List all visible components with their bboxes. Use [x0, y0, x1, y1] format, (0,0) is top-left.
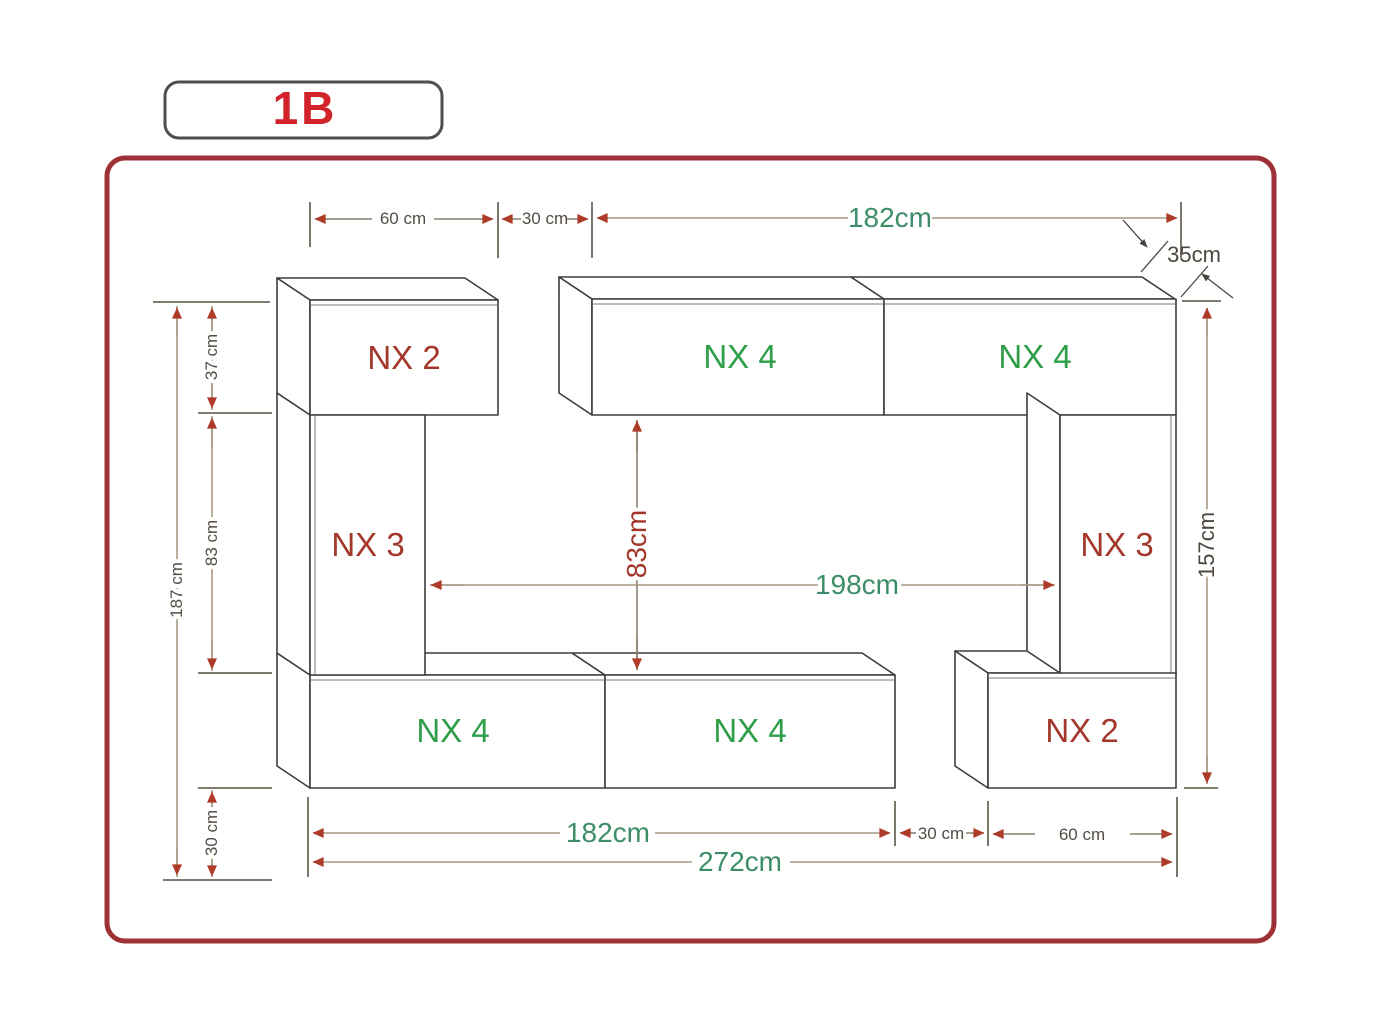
dim-label: 187 cm	[167, 562, 186, 618]
dim-bottom-rows: 182cm 30 cm 60 cm 272cm	[307, 797, 1178, 877]
arrow-line	[1122, 219, 1148, 248]
module-top-right-nx4: NX 4	[850, 276, 1177, 416]
box-top-face	[850, 276, 1176, 300]
dim-label: 83 cm	[202, 520, 221, 566]
variant-badge-frame	[163, 80, 444, 140]
dim-inner-83: 83cm	[617, 420, 656, 670]
dim-left-83: 83 cm	[198, 416, 225, 671]
box-front-face	[591, 298, 885, 416]
dim-label: 157cm	[1194, 512, 1219, 578]
box-top-face	[571, 652, 896, 676]
dim-label: 37 cm	[202, 334, 221, 380]
box-front-face	[604, 674, 896, 789]
variant-badge-label: 1B	[273, 82, 338, 134]
dimensions-group: 60 cm 30 cm 182cm 35cm	[153, 202, 1234, 881]
box-front-face	[1059, 414, 1177, 676]
box-side-face	[1026, 392, 1061, 676]
dim-label: 35cm	[1167, 242, 1221, 267]
dim-top-row: 60 cm 30 cm 182cm	[309, 202, 1182, 258]
box-side-face	[276, 277, 311, 416]
furniture-group: NX 2 NX 4 NX 4 NX 4 NX 4	[276, 276, 1177, 789]
module-label: NX 3	[331, 526, 404, 563]
module-label: NX 3	[1080, 526, 1153, 563]
dim-label: 30 cm	[522, 209, 568, 228]
box-top-face	[558, 276, 885, 300]
module-top-middle-nx4: NX 4	[558, 276, 885, 416]
module-bottom-right-nx2: NX 2	[954, 650, 1177, 789]
dim-top-60: 60 cm	[314, 209, 494, 228]
dim-label: 272cm	[698, 846, 782, 877]
diagram-frame	[104, 155, 1277, 944]
dim-label: 182cm	[848, 202, 932, 233]
dim-right-157: 157cm	[1184, 307, 1223, 789]
module-label: NX 2	[1045, 712, 1118, 749]
dim-label: 198cm	[815, 569, 899, 600]
module-left-column-nx3: NX 3	[276, 392, 426, 676]
box-top-face	[276, 277, 499, 301]
box-side-face	[276, 652, 311, 789]
dim-inner-198: 198cm	[430, 565, 1055, 604]
dim-depth-35: 35cm	[1122, 219, 1234, 302]
box-front-face	[309, 674, 606, 789]
variant-badge: 1B	[163, 80, 444, 140]
dim-label: 60 cm	[380, 209, 426, 228]
dim-label: 60 cm	[1059, 825, 1105, 844]
dim-label: 30 cm	[918, 824, 964, 843]
module-label: NX 2	[367, 339, 440, 376]
dim-left-187: 187 cm	[163, 306, 190, 877]
dim-top-30: 30 cm	[501, 209, 589, 228]
module-label: NX 4	[703, 338, 776, 375]
module-label: NX 4	[713, 712, 786, 749]
dim-left-37: 37 cm	[198, 306, 225, 410]
dim-bottom-272: 272cm	[312, 846, 1173, 877]
box-side-face	[276, 392, 311, 676]
box-front-face	[987, 672, 1177, 789]
box-side-face	[954, 650, 989, 789]
module-top-left-nx2: NX 2	[276, 277, 499, 416]
dim-label: 182cm	[566, 817, 650, 848]
dim-label: 83cm	[621, 510, 652, 578]
dim-top-182: 182cm	[596, 202, 1178, 233]
dim-left-30: 30 cm	[198, 790, 225, 877]
tick	[1140, 240, 1169, 273]
dim-bottom-182: 182cm	[312, 817, 891, 848]
dim-bottom-30: 30 cm	[899, 824, 985, 843]
tick	[1180, 265, 1209, 298]
arrow-line	[1201, 273, 1234, 299]
dim-label: 30 cm	[202, 810, 221, 856]
module-bottom-middle-nx4: NX 4	[571, 652, 896, 789]
module-label: NX 4	[416, 712, 489, 749]
module-right-column-nx3: NX 3	[1026, 392, 1177, 676]
box-side-face	[558, 276, 593, 416]
box-front-face	[309, 414, 426, 676]
module-label: NX 4	[998, 338, 1071, 375]
dim-bottom-60: 60 cm	[992, 825, 1173, 844]
dim-left-column: 187 cm 37 cm 83 cm 30 cm	[153, 301, 272, 881]
box-front-face	[309, 299, 499, 416]
